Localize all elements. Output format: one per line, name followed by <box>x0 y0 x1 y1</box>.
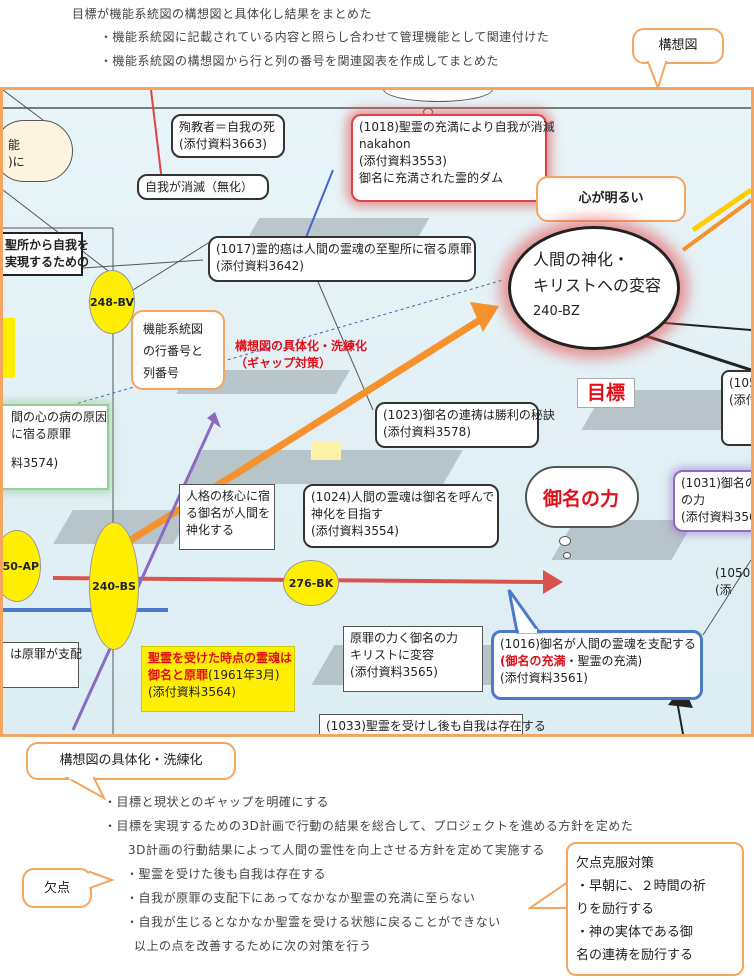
footer-line-4: ・聖霊を受けた後も自我は存在する <box>126 867 327 881</box>
node-1031: (1031)御名のカ の力 (添付資料356 <box>673 470 751 532</box>
countermeasure-tail <box>528 880 570 909</box>
junkyo-node: 殉教者＝自我の死 (添付資料3663) <box>171 114 285 158</box>
node-1016: (1016)御名が人間の霊魂を支配する (御名の充満・聖霊の充満) (添付資料3… <box>491 630 703 700</box>
footer-line-1: ・目標と現状とのギャップを明確にする <box>104 795 330 809</box>
node-105: (105 (添付 <box>721 370 751 446</box>
footer-line-2: ・目標を実現するための3D計画で行動の結果を総合して、プロジェクトを進める方針を… <box>104 819 634 833</box>
node-1024: (1024)人間の霊魂は御名を呼んで 神化を目指す (添付資料3554) <box>303 484 499 548</box>
node-1016-tail <box>507 589 542 634</box>
kousouzu-callout-tail <box>646 60 668 92</box>
node-1023: (1023)御名の連祷は勝利の秘訣 (添付資料3578) <box>375 402 555 448</box>
node-1018: (1018)聖霊の充満により自我が消滅 nakahon (添付資料3553) 御… <box>351 114 555 202</box>
kokoro-callout: 心が明るい <box>536 176 686 222</box>
gutaika-red-label: 構想図の具体化・洗練化 （ギャップ対策） <box>235 339 368 370</box>
circle-250-ap: 250-AP <box>3 530 41 602</box>
mina-no-chikara-label: 御名の力 <box>543 488 620 510</box>
shinka-goal-node: 人間の神化・ キリストへの変容 240-BZ <box>508 226 680 350</box>
footer-line-5: ・自我が原罪の支配下にあってなかなか聖霊の充満に至らない <box>126 891 476 905</box>
genzai-shihai-node: は原罪が支配 <box>3 642 82 688</box>
kokoro-byou-node: 間の心の病の原因 に宿る原罪 料3574) <box>3 404 109 490</box>
seisho-node: 聖所から自我を 実現するための <box>3 232 89 276</box>
diagram-frame: 能 )に 殉教者＝自我の死 (添付資料3663) 自我が消滅（無化） (1018… <box>0 87 754 737</box>
node-1017: (1017)霊的癌は人間の霊魂の至聖所に宿る原罪 (添付資料3642) <box>208 236 476 282</box>
jiga-node: 自我が消滅（無化） <box>137 174 269 200</box>
node-1050: (1050 (添 <box>715 566 751 597</box>
countermeasure-box: 欠点克服対策 ・早朝に、２時間の祈 りを励行する ・神の実体である御 名の連祷を… <box>566 842 744 976</box>
seirei-jiten-node: 聖霊を受けた時点の霊魂は 御名と原罪(1961年3月) (添付資料3564) <box>141 646 295 712</box>
guide-callout: 機能系統図 の行番号と 列番号 <box>131 310 225 390</box>
mina-no-chikara-cloud <box>525 466 639 528</box>
circle-248-bv: 248-BV <box>89 270 135 334</box>
diagram-board: 能 )に 殉教者＝自我の死 (添付資料3663) 自我が消滅（無化） (1018… <box>3 90 751 734</box>
circle-276-bk: 276-BK <box>283 560 339 606</box>
gutaika-callout-tail <box>64 776 107 801</box>
header-line-2: ・機能系統図に記載されている内容と照らし合わせて管理機能として関連付けた <box>100 30 550 44</box>
header-line-1: 目標が機能系統図の構想図と具体化し結果をまとめた <box>72 7 373 21</box>
header-line-3: ・機能系統図の構想図から行と列の番号を関連図表を作成してまとめた <box>100 54 500 68</box>
kinou-oval: 能 )に <box>3 120 73 182</box>
circle-240-bs: 240-BS <box>89 522 139 650</box>
node-1033: (1033)聖霊を受けし後も自我は存在する <box>319 714 546 734</box>
jinkaku-node: 人格の核心に宿 る御名が人間を 神化する <box>179 484 275 550</box>
ketten-callout: 欠点 <box>22 868 92 908</box>
genzai-chikara-node: 原罪の力く御名の力 キリストに変容 (添付資料3565) <box>343 626 483 692</box>
gutaika-callout: 構想図の具体化・洗練化 <box>26 742 236 780</box>
footer-line-3: 3D計画の行動結果によって人間の霊性を向上させる方針を定めて実施する <box>128 843 545 857</box>
ketten-callout-tail <box>88 870 115 890</box>
kousouzu-callout: 構想図 <box>632 28 724 64</box>
footer-line-6: ・自我が生じるとなかなか聖霊を受ける状態に戻ることができない <box>126 915 501 929</box>
mokuhyou-label: 目標 <box>577 378 635 408</box>
footer-line-7: 以上の点を改善するために次の対策を行う <box>134 939 372 953</box>
countermeasure-title: 欠点克服対策 <box>576 856 655 871</box>
